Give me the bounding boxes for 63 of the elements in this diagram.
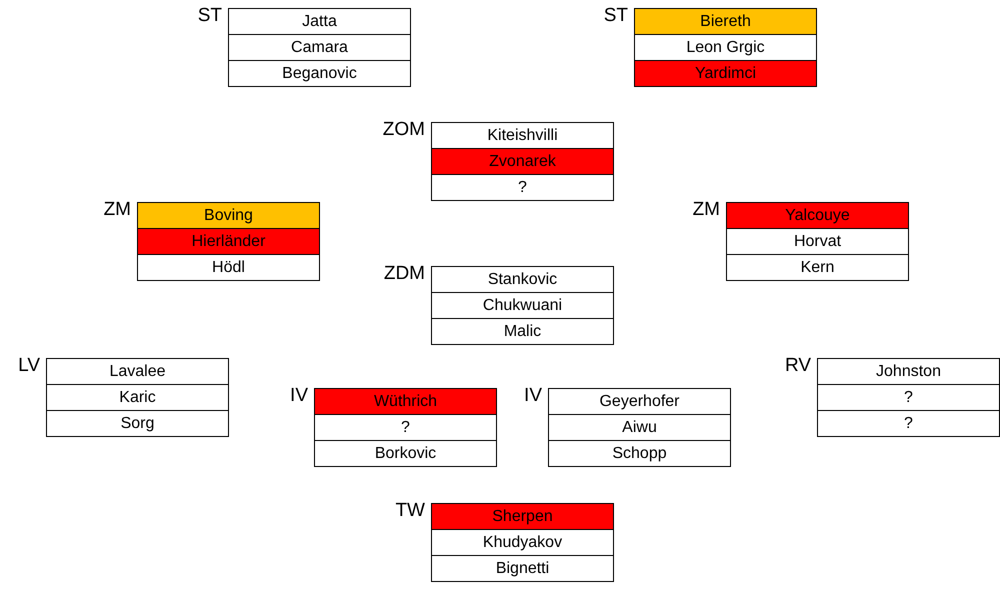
player-name: Khudyakov xyxy=(482,534,562,552)
player-name: Hierländer xyxy=(192,232,266,250)
player-name: Horvat xyxy=(794,232,842,250)
player-name: Sorg xyxy=(120,414,154,432)
position-label: ZM xyxy=(692,199,720,221)
player-name: Kiteishvilli xyxy=(487,126,558,144)
player-name: Wüthrich xyxy=(374,392,438,410)
player-name: Lavalee xyxy=(109,362,166,380)
player-name: Aiwu xyxy=(622,418,657,436)
position-table xyxy=(228,8,411,87)
player-name: Johnston xyxy=(876,362,941,380)
position-label: ST xyxy=(198,5,222,27)
player-name: Beganovic xyxy=(282,64,357,82)
player-name: Leon Grgic xyxy=(686,38,765,56)
position-table xyxy=(431,503,614,582)
player-name: Yalcouye xyxy=(785,206,850,224)
position-table xyxy=(817,358,1000,437)
player-name: Yardimci xyxy=(694,64,756,82)
position-label: ZOM xyxy=(382,119,425,141)
player-name: Borkovic xyxy=(374,444,436,462)
player-name: Camara xyxy=(291,38,348,56)
position-label: IV xyxy=(290,385,308,407)
player-cell xyxy=(432,504,613,529)
player-name: ? xyxy=(904,414,913,432)
position-label: ZM xyxy=(104,199,131,221)
player-cell xyxy=(635,60,816,86)
player-name: Jatta xyxy=(302,12,337,30)
player-cell xyxy=(432,148,613,174)
player-name: Bignetti xyxy=(496,560,550,578)
player-name: ? xyxy=(904,388,913,406)
position-table xyxy=(634,8,817,87)
player-name: Sherpen xyxy=(492,508,553,526)
player-cell xyxy=(727,203,908,228)
player-name: Malic xyxy=(504,322,542,340)
position-label: RV xyxy=(784,355,811,377)
player-name: Hödl xyxy=(212,258,245,276)
position-label: LV xyxy=(18,355,40,377)
player-name: Stankovic xyxy=(488,270,558,288)
player-name: Biereth xyxy=(700,12,751,30)
player-name: Schopp xyxy=(612,444,667,462)
position-table xyxy=(431,266,614,345)
player-cell xyxy=(315,389,496,414)
player-cell xyxy=(635,9,816,34)
position-table xyxy=(314,388,497,467)
position-label: ZDM xyxy=(384,263,425,285)
player-name: Chukwuani xyxy=(482,296,562,314)
position-table xyxy=(137,202,320,281)
player-cell xyxy=(138,203,319,228)
player-name: Geyerhofer xyxy=(599,392,680,410)
player-name: Zvonarek xyxy=(489,152,556,170)
position-table xyxy=(548,388,731,467)
position-table xyxy=(46,358,229,437)
player-name: Boving xyxy=(204,206,253,224)
player-name: ? xyxy=(401,418,410,436)
player-name: Karic xyxy=(119,388,156,406)
player-name: Kern xyxy=(800,258,834,276)
position-label: IV xyxy=(524,385,542,407)
position-label: TW xyxy=(395,500,425,522)
position-label: ST xyxy=(604,5,628,27)
position-table xyxy=(726,202,909,281)
position-table xyxy=(431,122,614,201)
player-cell xyxy=(138,228,319,254)
player-name: ? xyxy=(518,178,527,196)
